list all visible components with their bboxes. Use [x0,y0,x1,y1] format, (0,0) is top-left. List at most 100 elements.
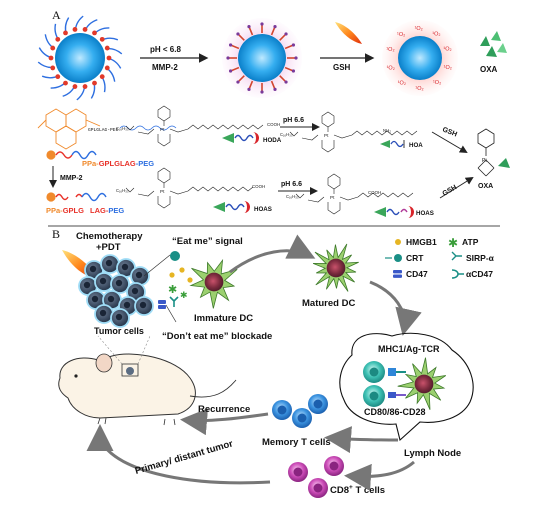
micelle-deshielded [222,18,302,98]
tumor-nucleus [115,313,123,321]
ppa-dot [46,150,56,160]
bond [289,131,299,137]
hoda-label: HODA [263,137,282,144]
legend-sirp-icon [451,251,462,261]
ligand [333,134,353,139]
cd8-t-nucleus [293,467,303,477]
condition-gsh: GSH [333,63,351,72]
eat-me-label: “Eat me” signal [172,236,243,247]
condition-mmp2: MMP-2 [152,63,178,72]
oxa-chem-label: OXA [478,183,493,190]
hoas-label-right: HOAS [416,210,434,217]
arrow-to-memory-t [324,426,399,454]
stub-tip [260,22,264,26]
peg-squiggle [71,150,97,160]
alkyl-chain: C₁₆H₃₃ [286,194,299,199]
ppa-conjugate-structure: GPLGLAG-PEG [37,108,177,150]
bond [125,125,135,131]
chemo-line2: +PDT [96,242,121,253]
peptide-bead [92,80,97,86]
oxalate-ring [327,202,341,215]
singlet-oxygen-text: ¹O₂ [398,81,406,87]
micelle-peptide-stubs [226,22,298,94]
hmgb1-dot [169,272,175,278]
pt-atom: Pt [160,127,165,132]
alkyl-chain: C₁₆H₃₃ [116,126,129,131]
cd8-label: CD8+ T cells [330,484,385,496]
peptide-bead [92,30,97,36]
legend-cd47: CD47 [406,269,428,279]
pt-atom: Pt [160,189,165,194]
peptide-bead [99,74,105,80]
oxalate-ring [157,134,171,147]
crt-icon [170,251,180,261]
stub-tip [260,90,264,94]
tumor-nucleus [99,309,107,317]
tumor-nucleus [139,301,147,309]
arrow-gsh-top [431,131,468,154]
dc-nucleus [414,374,434,394]
stub-tip [236,32,240,36]
peptide-squiggle [55,193,69,201]
linker-chain [351,130,418,136]
hoas-label-left: HOAS [254,206,272,213]
mmp2-label: MMP-2 [60,175,83,182]
singlet-oxygen-text: ¹O₂ [387,66,395,72]
ph66-top-label: pH 6.6 [283,117,304,124]
panel-a-label: A [52,8,61,22]
peptide-bead [63,30,68,36]
hoas-structure-right: Pt C₁₆H₃₃ COOH [286,173,414,215]
stub-tip [226,56,230,60]
ligand [339,196,359,201]
peptide-bead [63,80,68,86]
mhc-label: MHC1/Ag-TCR [378,344,440,354]
linker-chain [187,186,254,192]
stub-tip [291,69,296,73]
chemo-line1: Chemotherapy [76,231,143,242]
memory-t-nucleus [297,413,307,423]
oxalate-ring [157,196,171,209]
bond [125,187,135,193]
singlet-oxygen-text: ¹O₂ [415,26,423,32]
stub-tip [294,56,298,60]
recurrence-label: Recurrence [198,404,250,415]
mouse-ear [95,353,113,373]
peptide-chain-text: GPLGLAG-PEG [88,127,119,133]
peptide-bead [72,27,78,32]
cooh-group: COOH [267,122,280,127]
callout-line [143,254,171,277]
peptide-bead [50,65,56,71]
arrow-recurrence [180,408,269,436]
cooh-group: COOH [252,184,265,189]
pt-atom: Pt [330,195,335,200]
ligand [137,128,155,135]
memory-t-nucleus [313,399,323,409]
stub-tip [284,80,288,84]
ppa-dot [46,192,56,202]
immature-dc-cell [189,258,238,309]
tumor-nucleus [83,281,91,289]
condition-ph: pH < 6.8 [150,45,181,54]
cd8-t-cells [288,456,344,498]
stub-tip [228,69,233,73]
singlet-oxygen-text: ¹O₂ [415,86,423,92]
micelle-core [398,36,442,80]
arrow-gsh-bottom [439,176,474,199]
atp-star-icon: ✱ [168,284,177,296]
alkyl-chain: C₁₆H₃₃ [116,188,129,193]
stub-tip [228,43,233,47]
singlet-oxygen-text: ¹O₂ [397,32,405,38]
tumor-nucleus [123,301,131,309]
cyclohexane-ring [321,111,335,128]
gsh-bottom-label: GSH [442,184,459,198]
atp-star-icon: ✱ [180,290,188,300]
cyclohexane-ring [327,173,341,190]
peptide-bead [50,45,56,51]
fragment-2-label: LAG-PEG [90,206,124,215]
cooh-group: COOH [368,190,381,195]
arrow-maturation [229,234,316,274]
matured-dc-label: Matured DC [302,298,355,309]
hoda-structure: Pt C₁₆H₃₃ COOH [116,105,280,147]
